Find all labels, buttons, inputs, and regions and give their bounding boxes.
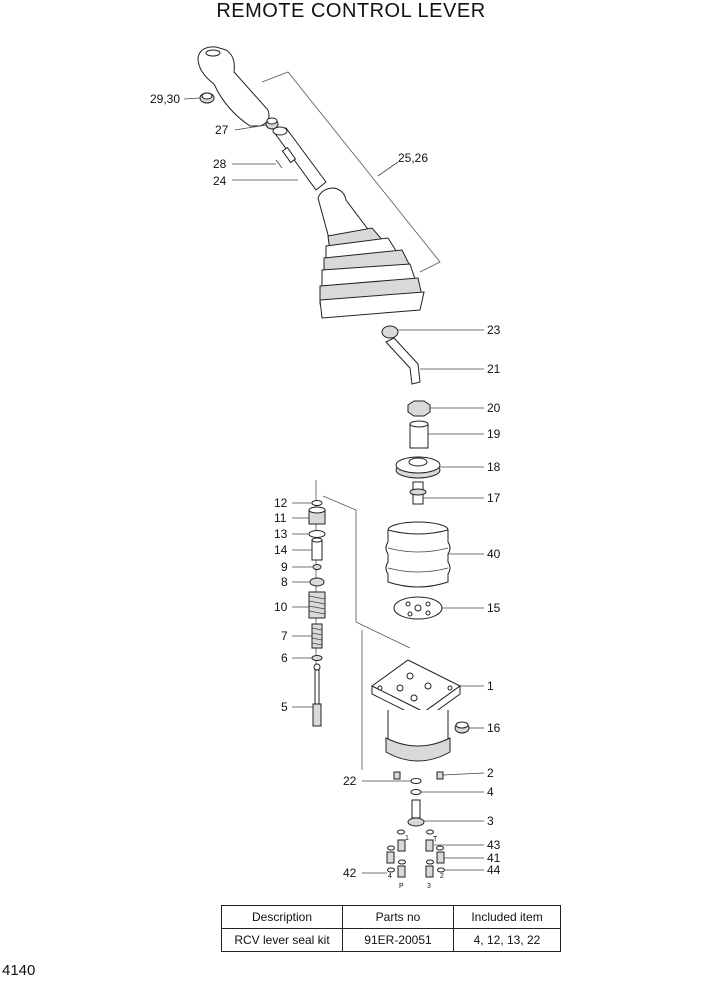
callout-11: 11	[274, 511, 287, 525]
handle-group-bracket	[261, 71, 441, 273]
callout-23: 23	[487, 323, 501, 337]
column-bracket	[322, 495, 411, 649]
header-included-item: Included item	[453, 905, 561, 929]
part-22-oring-plug	[393, 771, 401, 780]
port-mark-2: 2	[440, 873, 444, 880]
part-13-oring	[308, 530, 326, 538]
table-header-row: Description Parts no Included item	[221, 905, 561, 929]
callout-8: 8	[281, 575, 288, 589]
part-25-26-boot	[317, 187, 425, 319]
part-12-oring	[311, 500, 323, 506]
callout-24: 24	[213, 174, 227, 188]
callout-27: 27	[215, 123, 229, 137]
port-mark-1: 1	[405, 835, 409, 842]
callout-6: 6	[281, 651, 288, 665]
part-14-push-rod	[311, 537, 323, 561]
part-6-washer	[311, 655, 323, 661]
callout-29-30: 29,30	[150, 92, 180, 106]
callout-13: 13	[274, 527, 288, 541]
part-18-disc-plate	[395, 456, 441, 479]
callout-10: 10	[274, 600, 288, 614]
callout-5: 5	[281, 700, 288, 714]
part-9-washer	[312, 564, 322, 570]
callout-3: 3	[487, 814, 494, 828]
part-17-joint	[409, 481, 427, 505]
part-2-plug	[436, 771, 444, 780]
callout-15: 15	[487, 601, 501, 615]
port-mark-4: 4	[388, 873, 392, 880]
part-8-spring-seat	[309, 577, 325, 587]
callout-22: 22	[343, 774, 357, 788]
part-3-connector	[407, 799, 425, 827]
callout-42: 42	[343, 866, 357, 880]
table-row: RCV lever seal kit 91ER-20051 4, 12, 13,…	[221, 928, 561, 952]
callout-2: 2	[487, 766, 494, 780]
callout-numbers: 29,30 27 28 24 25,26 23 21 20 19 18 17 4…	[150, 92, 501, 880]
callout-44: 44	[487, 863, 501, 877]
callout-20: 20	[487, 401, 501, 415]
part-15-plate	[393, 596, 443, 620]
seal-kit-table: Description Parts no Included item RCV l…	[221, 905, 561, 952]
part-21-joint-rod	[385, 337, 421, 385]
part-20-nut	[407, 400, 431, 417]
part-4-oring-upper	[410, 778, 422, 784]
part-19-hex-coupling	[409, 420, 429, 449]
callout-12: 12	[274, 496, 288, 510]
callout-7: 7	[281, 629, 288, 643]
leader-lines	[183, 97, 485, 874]
lever-grip	[197, 46, 270, 127]
callout-17: 17	[487, 491, 501, 505]
callout-41: 41	[487, 851, 501, 865]
callout-21: 21	[487, 362, 501, 376]
callout-19: 19	[487, 427, 501, 441]
part-28-pin	[275, 159, 283, 169]
callout-28: 28	[213, 157, 227, 171]
part-40-bellows	[385, 521, 451, 588]
grip-switch	[199, 92, 215, 104]
page-title: REMOTE CONTROL LEVER	[216, 0, 486, 22]
callout-4: 4	[487, 785, 494, 799]
port-mark-3: 3	[427, 883, 431, 890]
cell-parts-no: 91ER-20051	[342, 928, 454, 952]
part-5-spool	[312, 663, 322, 727]
callout-1: 1	[487, 679, 494, 693]
port-mark-P: P	[399, 883, 404, 890]
page-number: 4140	[2, 962, 36, 979]
callout-25-26: 25,26	[398, 151, 428, 165]
callout-16: 16	[487, 721, 501, 735]
port-fittings: 1 T 4 2 P 3	[386, 829, 445, 890]
callout-14: 14	[274, 543, 288, 557]
part-27-nut	[265, 117, 279, 130]
part-10-return-spring	[308, 591, 326, 619]
part-23-nut	[381, 325, 399, 339]
callout-9: 9	[281, 560, 288, 574]
header-description: Description	[221, 905, 343, 929]
header-parts-no: Parts no	[342, 905, 454, 929]
part-1-casing	[371, 659, 461, 762]
part-16-plug	[454, 721, 470, 734]
port-mark-T: T	[433, 836, 438, 843]
callout-43: 43	[487, 838, 501, 852]
part-11-plug	[308, 506, 326, 525]
cell-included-item: 4, 12, 13, 22	[453, 928, 561, 952]
part-24-lever-rod	[272, 126, 327, 191]
callout-40: 40	[487, 547, 501, 561]
part-4-oring-lower	[410, 789, 422, 795]
part-7-spring	[311, 623, 323, 649]
cell-description: RCV lever seal kit	[221, 928, 343, 952]
callout-18: 18	[487, 460, 501, 474]
